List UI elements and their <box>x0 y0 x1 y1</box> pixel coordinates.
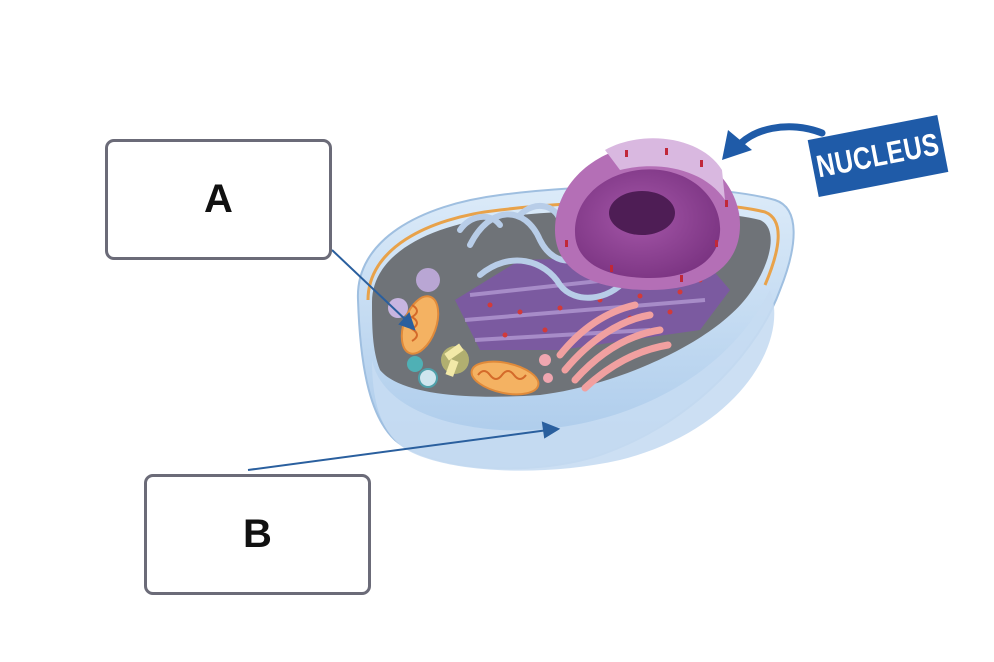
pointer-a <box>331 249 416 331</box>
label-box-a[interactable]: A <box>105 139 332 260</box>
cell-front-lip <box>372 290 775 471</box>
centriole <box>441 343 469 377</box>
pointer-b <box>247 421 561 471</box>
nuclear-pores <box>565 148 728 282</box>
nucleus <box>555 138 740 290</box>
lysosomes <box>388 268 553 388</box>
nucleus-cutaway-rim <box>605 138 725 200</box>
label-b-text: B <box>243 512 272 556</box>
label-a-text: A <box>204 177 233 221</box>
label-box-b[interactable]: B <box>144 474 371 595</box>
nucleus-tag-text: NUCLEUS <box>813 126 943 185</box>
golgi-apparatus <box>556 301 672 392</box>
mitochondrion-2 <box>470 360 540 396</box>
nucleolus <box>609 191 675 235</box>
nucleus-arrow <box>722 123 826 160</box>
